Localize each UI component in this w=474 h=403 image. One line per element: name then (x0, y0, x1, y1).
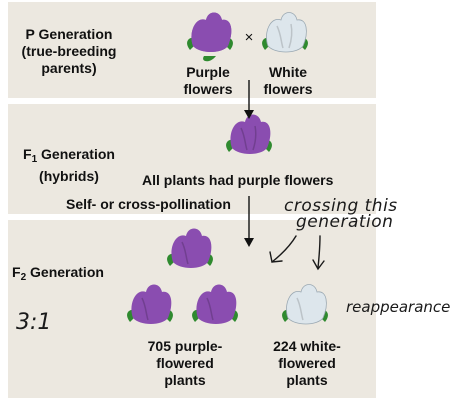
f2-purple-flower-left (127, 284, 173, 324)
f1-generation-label: F1 Generation (hybrids) (10, 146, 128, 185)
p-generation-sub2: parents) (41, 60, 97, 76)
handwritten-arrow-down (312, 235, 325, 271)
white-label-line2: flowers (263, 81, 313, 97)
handwritten-crossing-this: crossing this (284, 196, 398, 216)
pollination-label: Self- or cross-pollination (66, 196, 231, 212)
arrow-p-to-f1 (244, 80, 254, 119)
f2-purple-line3: plants (164, 372, 206, 388)
handwritten-reappearance: reappearance (346, 298, 451, 316)
cross-symbol: × (245, 29, 254, 46)
white-parent-flower (262, 12, 308, 53)
white-flowers-label: White flowers (252, 64, 324, 98)
f2-purple-count-label: 705 purple- flowered plants (130, 338, 240, 389)
purple-parent-flower (186, 11, 234, 63)
f2-purple-line1: 705 purple- (147, 338, 223, 354)
white-label-line1: White (268, 64, 308, 80)
f2-white-line1: 224 white- (273, 338, 341, 354)
f2-white-count-label: 224 white- flowered plants (252, 338, 362, 389)
purple-label-line2: flowers (183, 81, 233, 97)
handwritten-ratio: 3:1 (16, 310, 52, 335)
f2-white-flower (282, 284, 328, 325)
f1-generation-panel (8, 104, 376, 214)
f1-result-text: All plants had purple flowers (142, 172, 334, 188)
purple-flowers-label: Purple flowers (172, 64, 244, 98)
handwritten-generation: generation (296, 212, 394, 232)
f1-generation-title: F1 Generation (23, 146, 115, 165)
f1-purple-flower (226, 114, 272, 154)
f2-white-line3: plants (286, 372, 328, 388)
p-generation-sub1: (true-breeding (21, 43, 117, 59)
f1-generation-subtitle: (hybrids) (39, 168, 99, 184)
arrow-f1-to-f2 (244, 196, 254, 247)
p-generation-panel (8, 2, 376, 98)
purple-label-line1: Purple (186, 64, 230, 80)
f2-purple-line2: flowered (156, 355, 214, 371)
handwritten-arrow-left (269, 235, 297, 263)
f2-generation-title: F2 Generation (12, 264, 104, 283)
f2-purple-flower-top (167, 228, 213, 268)
p-generation-label: P Generation (true-breeding parents) (10, 26, 128, 77)
f2-white-line2: flowered (278, 355, 336, 371)
p-generation-title: P Generation (25, 26, 113, 42)
f2-purple-flower-right (192, 284, 238, 324)
